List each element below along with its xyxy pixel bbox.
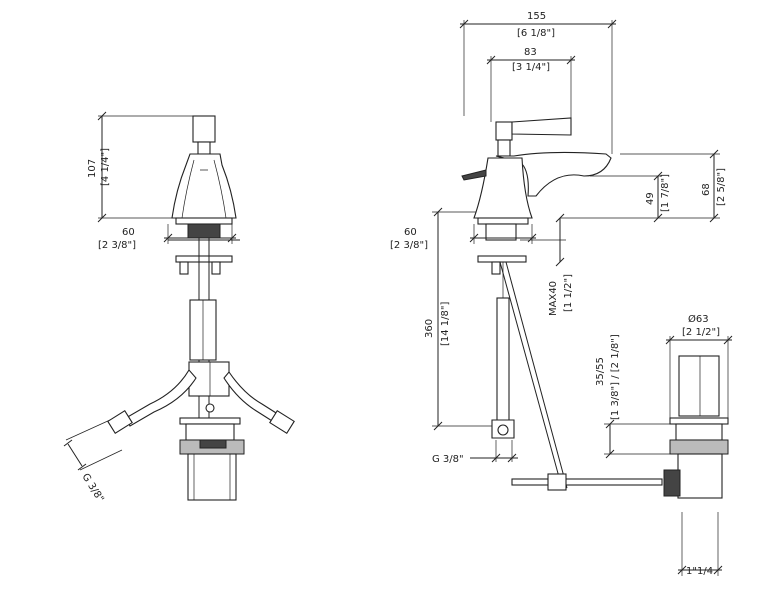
dim-base-width: 60 — [404, 227, 417, 238]
spout — [495, 151, 612, 197]
handle-stem — [197, 141, 211, 155]
drain-nut-side — [669, 439, 729, 455]
drain-body-front — [187, 453, 237, 501]
handle-cap — [192, 115, 216, 143]
dim-drain-thread: 1"1/4 — [686, 566, 713, 577]
dim-left-thread: G 3/8" — [79, 472, 105, 505]
hose-left — [125, 369, 197, 427]
dim-deck-max: MAX40 — [548, 281, 559, 316]
dim-drain-height: 35/55 — [595, 357, 606, 386]
dim-drain-height-inch: [1 3/8"] / [2 1/8"] — [610, 334, 621, 420]
dim-spout-height-inch: [1 7/8"] — [660, 174, 671, 212]
drain-stopper — [678, 355, 720, 417]
dim-right-thread: G 3/8" — [432, 454, 464, 465]
shank-front — [187, 223, 221, 239]
dim-handle-inch: [3 1/4"] — [512, 62, 550, 73]
front-view: 107 [4 1/4"] 60 [2 3/8"] G 3/8" — [63, 111, 295, 505]
drain-flange-side — [669, 417, 729, 425]
handle-hub — [495, 121, 513, 141]
base-plate-front — [175, 217, 233, 225]
dim-drain-diameter: Ø63 — [688, 313, 709, 325]
dim-hose-length-inch: [14 1/8"] — [440, 302, 451, 346]
dim-drain-diameter-inch: [2 1/2"] — [682, 327, 720, 338]
supply-pipe — [496, 297, 510, 423]
hose-right-fitting — [269, 410, 295, 434]
dim-spout-height: 49 — [645, 192, 656, 205]
dim-hose-length: 360 — [424, 319, 435, 338]
faucet-body-side — [473, 157, 533, 219]
pull-rod-nut — [663, 469, 681, 497]
dim-handle: 83 — [524, 47, 537, 58]
dim-total-width: 155 — [527, 11, 546, 22]
handle-lever — [511, 117, 572, 136]
dim-total-height-inch: [2 5/8"] — [716, 168, 727, 206]
pull-rod — [511, 478, 663, 486]
dim-left-width: 60 — [122, 227, 135, 238]
faucet-body-front — [171, 153, 237, 219]
side-view: 155 [6 1/8"] 83 [3 1/4"] 49 [1 7/8"] 68 … — [390, 11, 733, 577]
dim-left-width-inch: [2 3/8"] — [98, 240, 136, 251]
base-washer-side — [477, 255, 527, 263]
dim-left-height-inch: [4 1/4"] — [100, 148, 111, 186]
dim-total-height: 68 — [701, 183, 712, 196]
popup-lever — [461, 169, 487, 181]
hose-left-fitting — [107, 410, 133, 434]
drain-body-side — [677, 453, 723, 499]
dim-total-width-inch: [6 1/8"] — [517, 28, 555, 39]
dim-deck-max-inch: [1 1/2"] — [563, 274, 574, 312]
dim-left-height: 107 — [87, 159, 98, 178]
drain-flange-front — [179, 417, 241, 425]
dim-base-width-inch: [2 3/8"] — [390, 240, 428, 251]
